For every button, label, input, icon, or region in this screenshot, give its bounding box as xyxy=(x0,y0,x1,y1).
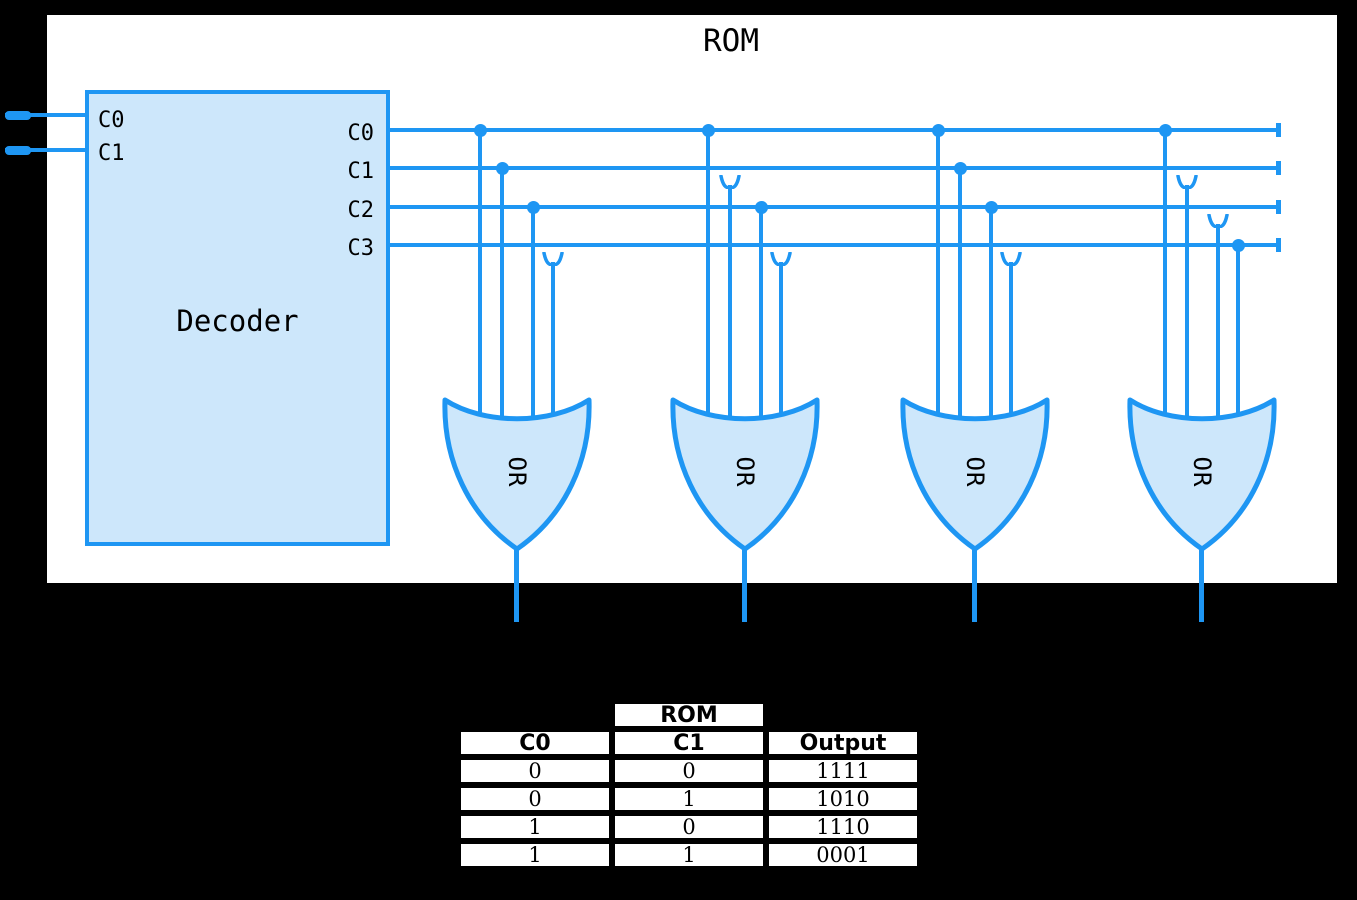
table-cell: 0 xyxy=(613,814,765,840)
or-gate-4-label: OR xyxy=(1188,456,1216,488)
junction-dot xyxy=(474,124,487,137)
truth-table-row: 1 0 1110 xyxy=(459,814,919,840)
bus-line-endcap xyxy=(1276,123,1281,137)
junction-dot xyxy=(1159,124,1172,137)
or-gate-1 xyxy=(442,397,592,552)
decoder-output-label-c0: C0 xyxy=(347,121,375,146)
crossover-hop-icon xyxy=(770,251,792,267)
crossover-hop-icon xyxy=(719,174,741,190)
gate-input-wire xyxy=(958,166,962,425)
gate-input-wire xyxy=(478,128,482,425)
bus-line-C2 xyxy=(390,205,1279,209)
junction-dot xyxy=(755,201,768,214)
table-cell: 1110 xyxy=(767,814,919,840)
gate-input-wire xyxy=(551,262,555,425)
or-gate-4-output-wire xyxy=(1199,550,1204,622)
input-arrow-c0 xyxy=(5,111,31,120)
gate-input-wire xyxy=(500,166,504,425)
crossover-hop-icon xyxy=(542,251,564,267)
table-cell: 1 xyxy=(613,786,765,812)
gate-input-wire xyxy=(706,128,710,425)
truth-table-header-c1: C1 xyxy=(613,730,765,756)
table-cell: 1 xyxy=(613,842,765,868)
rom-title: ROM xyxy=(703,23,759,59)
truth-table-header-row: C0 C1 Output xyxy=(459,730,919,756)
gate-input-wire xyxy=(1185,185,1189,425)
decoder-output-label-c1: C1 xyxy=(347,159,375,184)
crossover-hop-icon xyxy=(1176,174,1198,190)
truth-table-row: 1 1 0001 xyxy=(459,842,919,868)
truth-table-header-output: Output xyxy=(767,730,919,756)
truth-table-row: 0 1 1010 xyxy=(459,786,919,812)
gate-input-wire xyxy=(779,262,783,425)
gate-input-wire xyxy=(936,128,940,425)
bus-line-endcap xyxy=(1276,161,1281,175)
table-cell: 1010 xyxy=(767,786,919,812)
or-gate-4 xyxy=(1127,397,1277,552)
truth-table-header-c0: C0 xyxy=(459,730,611,756)
or-gate-3-output-wire xyxy=(972,550,977,622)
junction-dot xyxy=(1232,239,1245,252)
junction-dot xyxy=(496,162,509,175)
truth-table: ROM C0 C1 Output 0 0 1111 0 1 1010 1 0 1… xyxy=(459,702,919,870)
truth-table-spacer xyxy=(767,702,919,728)
junction-dot xyxy=(702,124,715,137)
crossover-hop-icon xyxy=(1207,213,1229,229)
truth-table-title-row: ROM xyxy=(459,702,919,728)
or-gate-3 xyxy=(900,397,1050,552)
or-gate-2-label: OR xyxy=(731,456,759,488)
decoder-block: Decoder C0 C1 C0 C1 C2 C3 xyxy=(85,90,390,546)
or-gate-1-label: OR xyxy=(503,456,531,488)
table-cell: 0 xyxy=(459,758,611,784)
table-cell: 0 xyxy=(613,758,765,784)
junction-dot xyxy=(985,201,998,214)
truth-table-spacer xyxy=(459,702,611,728)
rom-panel: ROM Decoder C0 C1 C0 C1 C2 C3 xyxy=(47,15,1337,583)
truth-table-title: ROM xyxy=(613,702,765,728)
decoder-output-label-c3: C3 xyxy=(347,236,375,261)
or-gate-2-output-wire xyxy=(742,550,747,622)
table-cell: 0 xyxy=(459,786,611,812)
gate-input-wire xyxy=(728,185,732,425)
junction-dot xyxy=(932,124,945,137)
bus-line-C3 xyxy=(390,243,1279,247)
or-gate-1-output-wire xyxy=(514,550,519,622)
input-wire-c0 xyxy=(5,113,85,117)
or-gate-3-label: OR xyxy=(961,456,989,488)
gate-input-wire xyxy=(1216,224,1220,425)
gate-input-wire xyxy=(1236,243,1240,425)
table-cell: 0001 xyxy=(767,842,919,868)
gate-input-wire xyxy=(1163,128,1167,425)
crossover-hop-icon xyxy=(1000,251,1022,267)
bus-line-C0 xyxy=(390,128,1279,132)
gate-input-wire xyxy=(531,205,535,425)
table-cell: 1111 xyxy=(767,758,919,784)
bus-line-endcap xyxy=(1276,238,1281,252)
input-arrow-c1 xyxy=(5,146,31,155)
decoder-label: Decoder xyxy=(176,304,299,338)
truth-table-row: 0 0 1111 xyxy=(459,758,919,784)
decoder-input-label-c0: C0 xyxy=(98,108,125,133)
bus-line-endcap xyxy=(1276,200,1281,214)
junction-dot xyxy=(954,162,967,175)
decoder-input-label-c1: C1 xyxy=(98,141,125,166)
table-cell: 1 xyxy=(459,842,611,868)
gate-input-wire xyxy=(989,205,993,425)
gate-input-wire xyxy=(759,205,763,425)
input-wire-c1 xyxy=(5,148,85,152)
table-cell: 1 xyxy=(459,814,611,840)
bus-line-C1 xyxy=(390,166,1279,170)
or-gate-2 xyxy=(670,397,820,552)
junction-dot xyxy=(527,201,540,214)
gate-input-wire xyxy=(1009,262,1013,425)
decoder-output-label-c2: C2 xyxy=(347,198,375,223)
